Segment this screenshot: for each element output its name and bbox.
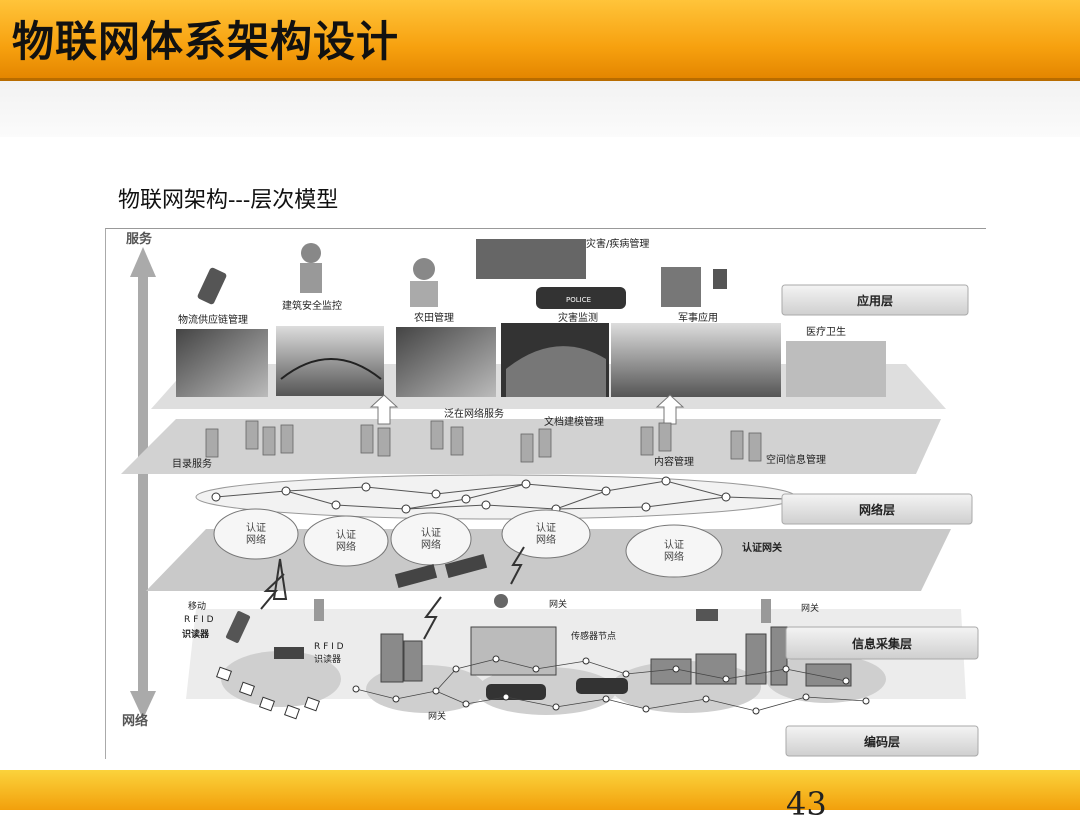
app-farm: 农田管理 (414, 311, 454, 324)
diagram-canvas: 服务 网络 POLICE 物流供应链管理 建筑安全监控 农田管理 灾害/ (121, 231, 979, 757)
vertical-axis: 服务 网络 (122, 231, 156, 729)
gateway-box-1 (314, 599, 324, 621)
axis-label-top: 服务 (126, 231, 153, 247)
rfid-reader-line-1: R F I D (314, 642, 344, 652)
sensing-labels: 移动 R F I D 识读器 R F I D 识读器 传感器节点 网关 网关 网… (182, 598, 819, 722)
sensor-node-label: 传感器节点 (571, 630, 616, 642)
auth-net-label-1: 认证网络 (246, 521, 266, 546)
auth-cloud-labels: 认证网络 认证网络 认证网络 认证网络 认证网络 (246, 521, 684, 563)
footer-bar (0, 770, 1080, 810)
auth-cloud-3 (390, 512, 472, 566)
farmer-icon (413, 258, 435, 280)
rfid-tags (216, 666, 320, 720)
radio-icon (713, 269, 727, 289)
photo-soldiers (611, 323, 781, 397)
app-logistics: 物流供应链管理 (178, 313, 248, 326)
layer-labels: 应用层 网络层 信息采集层 编码层 (781, 284, 979, 757)
mobile-rfid-line-2: R F I D (184, 615, 214, 625)
gateway-label-2: 网关 (801, 602, 819, 614)
military-photo-icon (661, 267, 701, 307)
layer-network: 网络层 (859, 502, 895, 517)
application-labels: 物流供应链管理 建筑安全监控 农田管理 灾害/疾病管理 灾害监测 军事应用 医疗… (178, 237, 846, 338)
gateway-label-3: 网关 (428, 710, 446, 722)
auth-cloud-5 (625, 524, 723, 578)
auth-net-label-4: 认证网络 (536, 521, 556, 546)
app-disaster: 灾害/疾病管理 (586, 237, 649, 250)
inspector-icon (301, 243, 321, 263)
sensor-mesh (355, 658, 867, 712)
gateway-label-1: 网关 (549, 598, 567, 610)
mobile-rfid-line-3: 识读器 (182, 628, 210, 640)
backbone-network (195, 474, 797, 520)
auth-clouds (213, 508, 723, 578)
wireless-bolt-2 (423, 596, 442, 640)
slide-subtitle: 物联网架构---层次模型 (118, 188, 339, 213)
sensor-antenna (494, 594, 508, 608)
svc-ubiquitous: 泛在网络服务 (444, 407, 504, 420)
svc-directory: 目录服务 (172, 457, 212, 470)
page-number: 43 (786, 785, 827, 823)
service-labels: 泛在网络服务 文档建模管理 目录服务 内容管理 空间信息管理 (172, 407, 826, 470)
photo-logistics (176, 329, 268, 397)
control-room-icon (476, 239, 586, 279)
photo-bridge (276, 326, 384, 396)
cars (486, 678, 628, 700)
mobile-rfid-line-1: 移动 (188, 600, 206, 612)
app-medical: 医疗卫生 (806, 325, 846, 338)
axis-label-bottom: 网络 (122, 713, 148, 729)
wireless-bolt-1 (260, 573, 285, 610)
rfid-readers (225, 594, 771, 659)
servers (205, 420, 762, 463)
photo-farm (396, 327, 496, 397)
antenna-tower-icon (272, 558, 288, 600)
sensor-nodes (352, 655, 870, 715)
wireless-bolt-3 (510, 546, 525, 585)
rfid-reader-icon (274, 647, 304, 659)
auth-net-label-5: 认证网络 (664, 538, 684, 563)
app-building: 建筑安全监控 (282, 299, 342, 312)
gateway-box-3 (761, 599, 771, 623)
police-car-label: POLICE (566, 296, 591, 304)
auth-cloud-1 (213, 508, 299, 560)
app-monitor: 灾害监测 (558, 311, 598, 324)
iot-architecture-diagram: 服务 网络 POLICE 物流供应链管理 建筑安全监控 农田管理 灾害/ (105, 228, 986, 759)
auth-cloud-2 (303, 515, 389, 567)
auth-net-label-2: 认证网络 (336, 528, 356, 553)
up-arrows (369, 394, 685, 425)
application-photos (176, 323, 886, 397)
satellite-icon (394, 554, 488, 588)
layer-encoding: 编码层 (863, 734, 900, 749)
auth-net-label-3: 认证网络 (421, 526, 441, 551)
slide-title: 物联网体系架构设计 (12, 17, 400, 66)
gateway-box-2 (696, 609, 718, 621)
mobile-rfid-icon (225, 611, 251, 643)
layer-application: 应用层 (857, 293, 893, 308)
title-bar: 物联网体系架构设计 (0, 0, 1080, 81)
app-military: 军事应用 (678, 311, 718, 324)
layer-sensing: 信息采集层 (852, 636, 912, 651)
auth-cloud-4 (501, 509, 591, 559)
sub-bar (0, 81, 1080, 137)
svc-content: 内容管理 (654, 455, 694, 468)
application-icons: POLICE (197, 239, 727, 309)
svc-spatial: 空间信息管理 (766, 453, 826, 466)
police-car-icon (536, 287, 626, 309)
svc-document: 文档建模管理 (544, 415, 604, 428)
auth-gateway-label: 认证网关 (742, 541, 782, 554)
rfid-reader-line-2: 识读器 (314, 653, 341, 665)
photo-medical (786, 341, 886, 397)
phone-icon (197, 267, 227, 305)
